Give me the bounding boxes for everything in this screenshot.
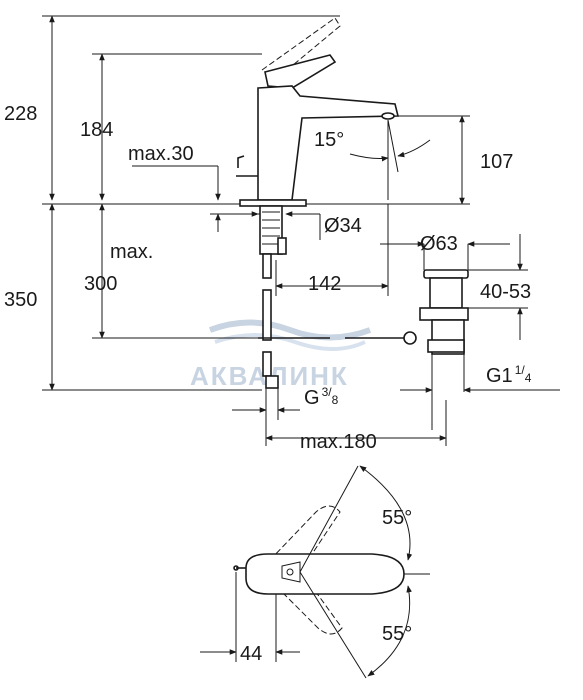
label-44: 44 — [240, 643, 262, 665]
waste-fitting — [419, 269, 469, 355]
faucet-top-view — [200, 465, 430, 679]
label-max-30: max.30 — [128, 143, 194, 165]
label-107: 107 — [480, 151, 513, 173]
label-142: 142 — [308, 273, 341, 295]
label-diam-34: Ø34 — [324, 215, 362, 237]
dimension-lines — [42, 15, 560, 446]
label-55-lower: 55° — [382, 623, 412, 645]
label-max-180: max.180 — [300, 431, 377, 453]
watermark: АКВАЛИНК — [190, 319, 372, 391]
label-40-53: 40-53 — [480, 281, 531, 303]
label-55-upper: 55° — [382, 507, 412, 529]
label-15-degree: 15° — [314, 129, 344, 151]
label-max: max. — [110, 241, 153, 263]
label-300: 300 — [84, 273, 117, 295]
dimension-labels: 228 184 max.30 15° 107 Ø34 max. 300 350 … — [4, 103, 532, 665]
label-350: 350 — [4, 289, 37, 311]
faucet-side-view — [236, 17, 417, 389]
label-228: 228 — [4, 103, 37, 125]
label-184: 184 — [80, 119, 113, 141]
label-diam-63: Ø63 — [420, 233, 458, 255]
